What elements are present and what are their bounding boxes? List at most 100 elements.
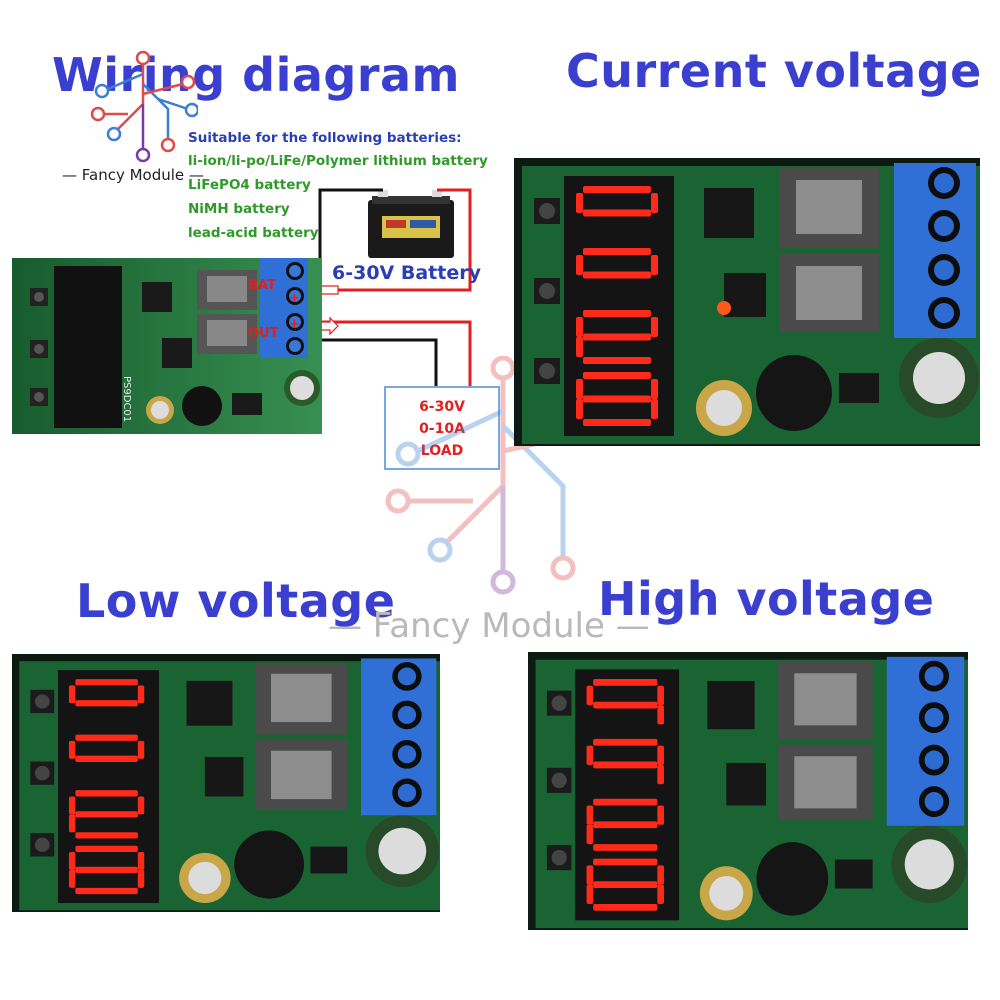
led-segment [593, 738, 658, 746]
battery-list-item: LiFePO4 battery [188, 177, 311, 193]
led-segment [657, 884, 664, 904]
mosfet-face [796, 180, 862, 234]
led-segment [583, 357, 651, 364]
capacitor-top [709, 875, 744, 911]
led-segment [651, 193, 658, 213]
led-segment [593, 679, 658, 686]
led-segment [657, 865, 664, 885]
ic-chip [310, 846, 348, 874]
led-segment [576, 337, 583, 357]
push-button-cap [539, 363, 555, 379]
mosfet-face [794, 756, 857, 809]
load-name-label: LOAD [420, 443, 464, 459]
capacitor-top [706, 390, 742, 426]
ic-chip [834, 859, 873, 889]
terminal-screw-head [934, 260, 954, 280]
high-voltage-title: High voltage [598, 572, 935, 626]
high-voltage-board [528, 652, 968, 930]
led-segment [651, 317, 658, 337]
ic-chip [839, 373, 879, 403]
led-segment [75, 832, 138, 839]
led-segment [68, 740, 76, 759]
led-segment [593, 881, 658, 889]
battery-list-item: lead-acid battery [188, 225, 319, 241]
terminal-screw-head [924, 791, 944, 812]
wiring-board-model-label: PS9DC01 [121, 376, 132, 422]
low-voltage-board [12, 654, 440, 912]
led-segment [586, 884, 594, 904]
ic-chip [726, 763, 766, 806]
status-led [717, 301, 731, 315]
inductor [756, 355, 832, 431]
push-button-cap [551, 695, 567, 711]
led-segment [137, 796, 145, 815]
wiring-pcb-board: PS9DC01 BAT OUT + + [12, 258, 322, 434]
led-segment [68, 869, 76, 888]
led-segment [657, 805, 664, 825]
battery-icon [368, 190, 454, 258]
led-segment [593, 858, 658, 866]
current-voltage-title: Current voltage [566, 44, 982, 98]
terminal-screw-head [934, 303, 954, 323]
led-segment [75, 734, 138, 741]
capacitor-top [904, 839, 954, 890]
terminal-screw-head [397, 705, 417, 724]
high-voltage-board-photo [528, 652, 968, 930]
push-button-cap [34, 837, 50, 852]
out-plus-label: + [289, 317, 300, 332]
load-current-label: 0-10A [419, 421, 465, 437]
push-button-cap [539, 283, 555, 299]
terminal-screw-head [397, 667, 417, 686]
led-segment [583, 395, 651, 403]
terminal-screw-head [924, 750, 944, 770]
mosfet-face [271, 673, 332, 723]
brand-label: — Fancy Module — [62, 166, 204, 184]
led-segment [593, 761, 658, 769]
led-segment [586, 865, 594, 885]
ic-chip [724, 273, 766, 317]
led-segment [75, 845, 138, 852]
led-segment [68, 814, 76, 833]
led-segment [137, 740, 145, 759]
ic-chip [704, 188, 754, 238]
push-button-cap [539, 203, 555, 219]
capacitor-top [188, 861, 222, 895]
led-segment [583, 209, 651, 217]
battery-compatibility-list: Suitable for the following batteries: li… [188, 128, 498, 245]
load-box: 6-30V 0-10A LOAD [384, 386, 500, 470]
led-segment [657, 705, 664, 725]
led-segment [586, 805, 594, 825]
led-segment [583, 271, 651, 279]
mosfet-face [796, 266, 862, 320]
led-segment [137, 685, 145, 704]
out-terminal-label: OUT [248, 326, 279, 341]
inductor [756, 842, 829, 916]
push-button-cap [551, 772, 567, 789]
current-voltage-board [514, 158, 980, 446]
led-segment [576, 317, 583, 337]
led-segment [583, 310, 651, 317]
led-segment [576, 379, 583, 399]
led-segment [586, 685, 594, 706]
led-segment [137, 851, 145, 870]
led-segment [651, 379, 658, 399]
watermark-brand-label: — Fancy Module — [328, 606, 650, 646]
push-button-cap [34, 765, 50, 781]
led-segment [593, 798, 658, 806]
push-button-cap [34, 694, 50, 709]
led-segment [651, 399, 658, 419]
led-segment [75, 700, 138, 707]
led-segment [657, 685, 664, 706]
led-segment [68, 796, 76, 815]
terminal-screw-head [924, 707, 944, 728]
wiring-diagram-title: Wiring diagram [52, 48, 460, 102]
bat-terminal-label: BAT [248, 278, 276, 293]
led-segment [593, 701, 658, 709]
led-segment [583, 333, 651, 341]
led-segment [651, 255, 658, 275]
led-segment [75, 811, 138, 818]
load-voltage-label: 6-30V [419, 399, 465, 415]
led-segment [657, 745, 664, 765]
led-segment [576, 193, 583, 213]
